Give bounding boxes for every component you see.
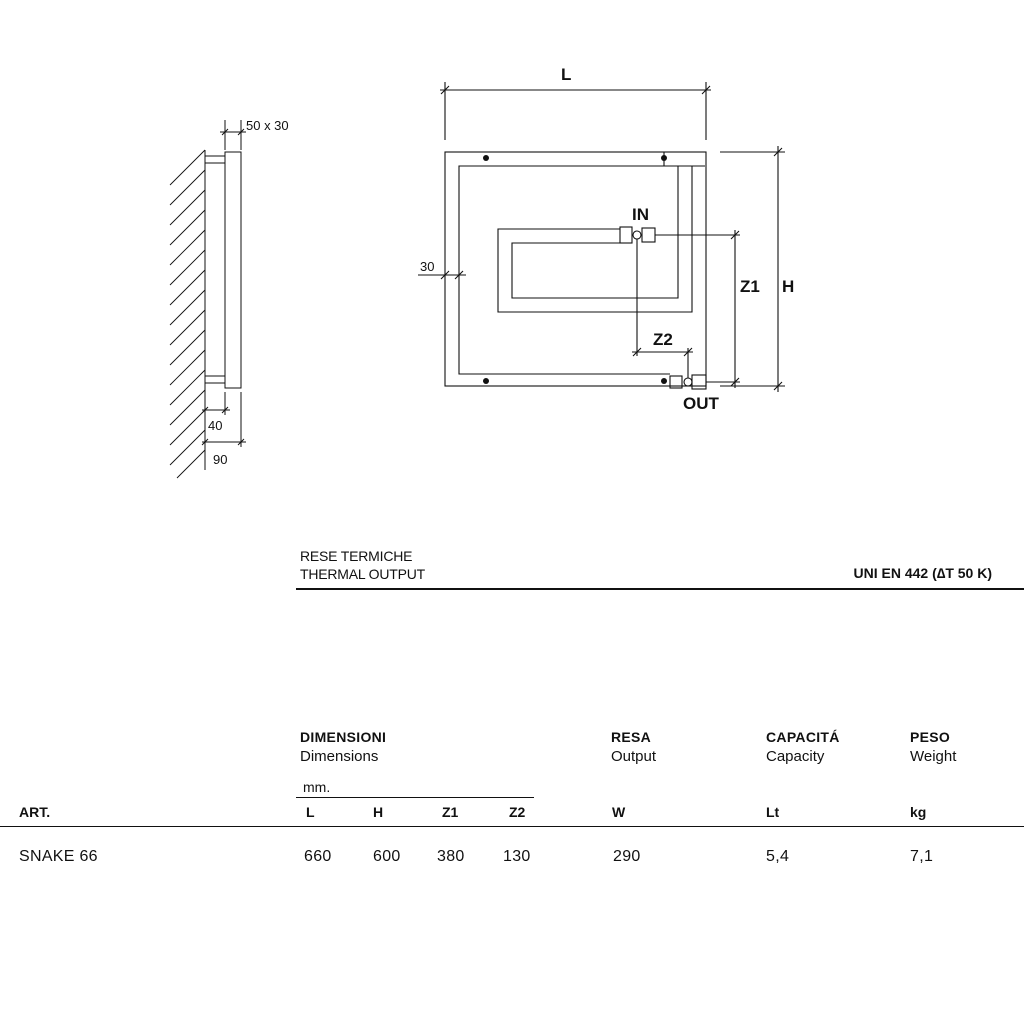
frame-inner-edge	[458, 165, 705, 375]
standard-label: UNI EN 442 (∆T 50 K)	[853, 565, 993, 581]
outlet-fitting	[669, 375, 683, 389]
outer-frame	[444, 151, 707, 387]
group-dimensions-en: Dimensions	[300, 748, 379, 765]
cell-L: 660	[304, 848, 332, 865]
cell-Lt: 5,4	[766, 848, 790, 865]
col-header-kg: kg	[910, 804, 927, 820]
col-header-art: ART.	[19, 804, 51, 820]
group-capacity-it: CAPACITÁ	[766, 729, 840, 745]
dimensions-unit: mm.	[303, 779, 331, 795]
cell-W: 290	[613, 848, 641, 865]
dimension-label-H: H	[782, 277, 794, 296]
technical-drawing: 50 x 30 40 90	[169, 65, 794, 479]
frame-width-label: 30	[420, 259, 434, 274]
bottom-bracket	[204, 375, 226, 384]
table-header-divider	[0, 826, 1024, 827]
outlet-label: OUT	[683, 394, 720, 413]
top-bracket	[204, 155, 226, 164]
fixing-point-bottom-right	[661, 378, 667, 384]
group-weight-en: Weight	[910, 748, 957, 765]
inlet-fitting	[619, 226, 633, 244]
fixing-point-bottom-left	[483, 378, 489, 384]
radiator-side-profile	[224, 151, 242, 389]
col-header-W: W	[612, 804, 626, 820]
col-header-Lt: Lt	[766, 804, 780, 820]
outlet-valve	[691, 374, 707, 390]
inlet-valve	[641, 227, 656, 243]
bracket-depth-label: 40	[208, 418, 222, 433]
side-view	[169, 120, 246, 479]
side-section-label: 50 x 30	[246, 118, 289, 133]
dimensions-divider	[296, 797, 534, 798]
front-view	[418, 82, 785, 392]
fixing-point-top-right	[661, 155, 667, 161]
col-header-Z2: Z2	[509, 804, 526, 820]
group-capacity-en: Capacity	[766, 748, 825, 765]
thermal-title-en: THERMAL OUTPUT	[300, 566, 426, 582]
serpentine-inner	[511, 166, 679, 299]
cell-art: SNAKE 66	[19, 848, 98, 865]
group-output-en: Output	[611, 748, 657, 765]
group-dimensions-it: DIMENSIONI	[300, 729, 387, 745]
thermal-title-it: RESE TERMICHE	[300, 548, 413, 564]
outlet-port-circle	[683, 377, 693, 387]
col-header-L: L	[306, 804, 315, 820]
group-weight-it: PESO	[910, 729, 951, 745]
cell-Z2: 130	[503, 848, 531, 865]
col-header-Z1: Z1	[442, 804, 459, 820]
dimension-label-L: L	[561, 65, 571, 84]
fixing-points	[483, 155, 667, 384]
dimension-label-Z2: Z2	[653, 330, 673, 349]
inlet-label: IN	[632, 205, 649, 224]
header-divider	[296, 588, 1024, 590]
cell-H: 600	[373, 848, 401, 865]
wall-hatching	[169, 149, 206, 479]
dimension-label-Z1: Z1	[740, 277, 760, 296]
serpentine-outer	[497, 166, 693, 313]
total-depth-label: 90	[213, 452, 227, 467]
inlet-port-circle	[632, 230, 642, 240]
cell-Z1: 380	[437, 848, 465, 865]
group-output-it: RESA	[611, 729, 652, 745]
cell-kg: 7,1	[910, 848, 934, 865]
col-header-H: H	[373, 804, 384, 820]
fixing-point-top-left	[483, 155, 489, 161]
